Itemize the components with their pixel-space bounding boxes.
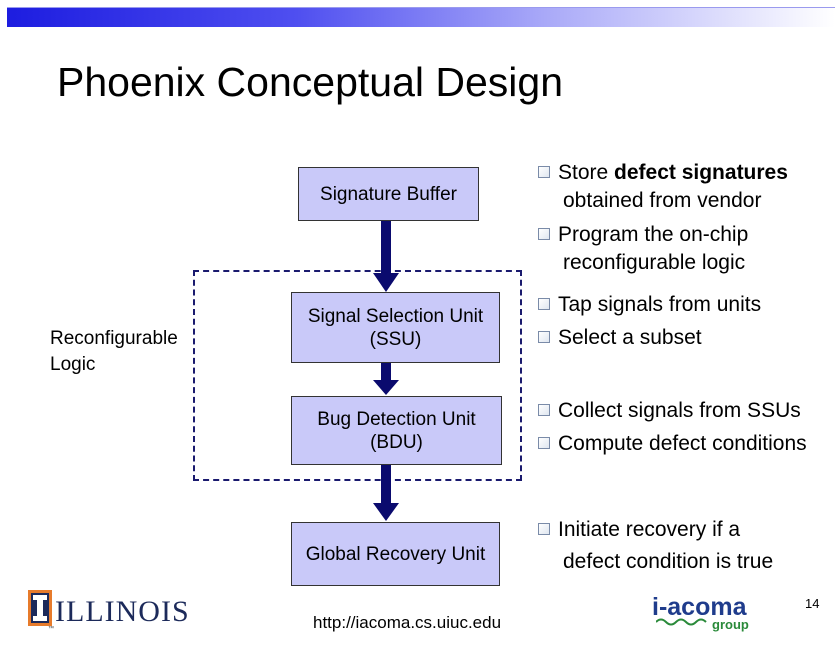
bullet-program-logic: Program the on-chip reconfigurable logic — [538, 221, 748, 277]
illinois-i-logo-icon — [28, 590, 52, 626]
page-number: 14 — [805, 596, 820, 611]
iacoma-logo-text: i-acoma — [652, 593, 747, 621]
ssu-label-line1: Signal Selection Unit — [307, 305, 484, 327]
bullet-continuation: defect condition is true — [563, 550, 774, 573]
reconfigurable-logic-region — [193, 270, 522, 481]
down-arrow-icon — [373, 221, 399, 292]
trademark-mark: ™ — [48, 626, 54, 632]
checkbox-bullet-icon — [538, 437, 550, 449]
signature-buffer-label: Signature Buffer — [320, 183, 457, 205]
region-label-line2: Logic — [50, 354, 96, 375]
slide-title: Phoenix Conceptual Design — [57, 59, 563, 105]
ssu-label-line2: (SSU) — [369, 328, 422, 350]
title-banner — [7, 7, 835, 27]
checkbox-bullet-icon — [538, 404, 550, 416]
bullet-continuation: obtained from vendor — [563, 189, 762, 212]
bullet-collect-signals: Collect signals from SSUs — [538, 397, 801, 425]
checkbox-bullet-icon — [538, 166, 550, 178]
bullet-continuation: reconfigurable logic — [563, 251, 746, 274]
down-arrow-icon — [373, 465, 399, 521]
region-label: Reconfigurable Logic — [50, 326, 178, 378]
checkbox-bullet-icon — [538, 298, 550, 310]
bold-phrase: defect signatures — [614, 161, 788, 184]
bullet-select-subset: Select a subset — [538, 324, 702, 352]
down-arrow-icon — [373, 363, 399, 395]
checkbox-bullet-icon — [538, 523, 550, 535]
bullet-initiate-recovery: Initiate recovery if a defect condition … — [538, 514, 773, 578]
wave-icon — [656, 618, 707, 626]
bullet-compute-conditions: Compute defect conditions — [538, 430, 807, 458]
bdu-label-line1: Bug Detection Unit — [317, 408, 476, 430]
iacoma-group-text: group — [712, 617, 749, 632]
bullet-store-signatures: Store defect signatures obtained from ve… — [538, 159, 788, 215]
global-recovery-label: Global Recovery Unit — [305, 543, 486, 565]
checkbox-bullet-icon — [538, 331, 550, 343]
illinois-logo-text: ILLINOIS — [55, 595, 190, 628]
checkbox-bullet-icon — [538, 228, 550, 240]
global-recovery-box: Global Recovery Unit — [291, 522, 500, 586]
bdu-box: Bug Detection Unit (BDU) — [291, 396, 502, 465]
footer-url: http://iacoma.cs.uiuc.edu — [313, 613, 502, 632]
region-label-line1: Reconfigurable — [50, 328, 178, 349]
ssu-box: Signal Selection Unit (SSU) — [291, 292, 500, 363]
bullet-tap-signals: Tap signals from units — [538, 291, 761, 319]
signature-buffer-box: Signature Buffer — [298, 167, 479, 221]
bdu-label-line2: (BDU) — [370, 431, 423, 453]
